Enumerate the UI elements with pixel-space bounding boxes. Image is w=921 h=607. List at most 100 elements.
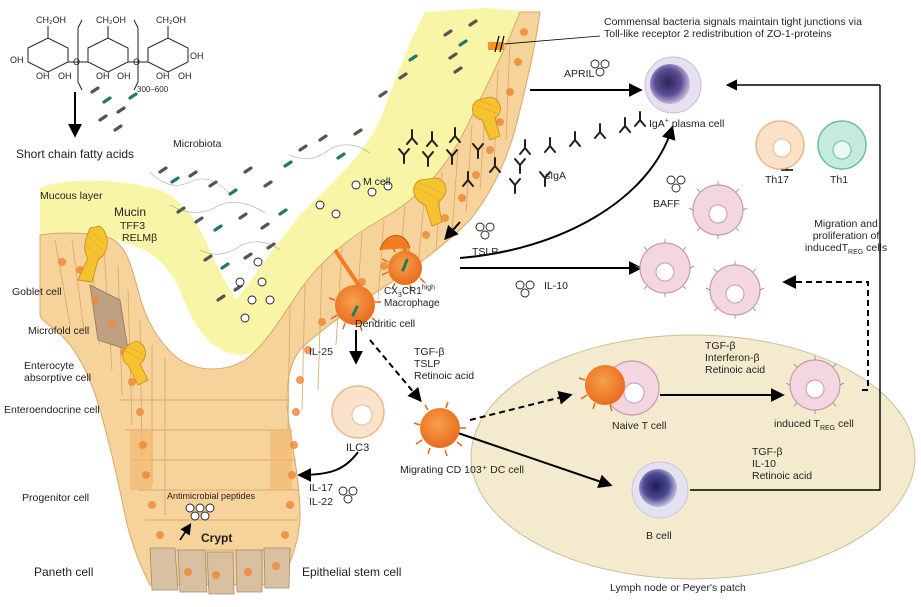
oh-4: OH — [96, 71, 110, 81]
oh-2: OH — [36, 71, 50, 81]
signal-molecules — [185, 59, 686, 521]
arrow-crypt — [179, 523, 192, 541]
label-m-cell: M cell — [363, 176, 391, 188]
b-cell — [631, 461, 689, 519]
label-tff3: TFF3 — [120, 220, 146, 232]
oh-7: OH — [178, 71, 192, 81]
arrow-tslp — [444, 221, 461, 241]
th1-cell — [817, 120, 867, 170]
label-baff: BAFF — [653, 198, 680, 210]
label-mucin: Mucin — [114, 205, 147, 219]
label-induced-prefix: induced T — [774, 418, 820, 430]
migrating-dc-cell — [413, 401, 466, 457]
label-antimicrobial-peptides: Antimicrobial peptides — [167, 491, 256, 501]
label-microbiota: Microbiota — [173, 138, 222, 150]
label-epithelial-stem-cell: Epithelial stem cell — [302, 565, 402, 579]
label-induced-suffix: cell — [835, 418, 854, 430]
label-commensal: Commensal bacteria signals maintain tigh… — [604, 16, 914, 40]
m-cell-orange — [379, 235, 411, 251]
label-siga: sIgA — [545, 170, 567, 182]
label-il25: IL-25 — [309, 346, 333, 358]
o-link-1: O — [73, 57, 81, 67]
siga-antibodies — [398, 111, 646, 194]
macrophage-cell — [381, 245, 426, 292]
label-tslp-top: TSLP — [472, 246, 499, 258]
oh-5: OH — [117, 71, 131, 81]
label-crypt: Crypt — [201, 531, 233, 545]
label-naive-t-cell: Naive T cell — [612, 420, 667, 432]
label-microfold-cell: Microfold cell — [28, 325, 90, 337]
label-commensal-line1: Commensal bacteria signals maintain tigh… — [604, 16, 862, 28]
tight-junction — [488, 35, 601, 53]
label-cx3-sup: high — [421, 284, 436, 292]
label-lymph-node: Lymph node or Peyer's patch — [610, 582, 746, 594]
label-migration-sub: REG — [848, 249, 864, 257]
iga-plasma-cell — [644, 56, 702, 114]
glucose-chain — [27, 19, 189, 91]
label-enterocyte-line2: absorptive cell — [24, 372, 92, 384]
th17-cell — [755, 120, 805, 170]
label-bcell-signals: TGF-β IL-10 Retinoic acid — [752, 446, 842, 482]
label-treg-signals: TGF-β Interferon-β Retinoic acid — [705, 340, 795, 376]
label-bcell-signal-2: IL-10 — [752, 458, 776, 470]
label-bcell-signal-1: TGF-β — [752, 446, 783, 458]
label-migration-suffix: cells — [863, 242, 888, 254]
dc-with-naive-t — [578, 365, 625, 412]
label-dc-signal-3: Retinoic acid — [414, 370, 475, 382]
label-progenitor-cell: Progenitor cell — [22, 492, 90, 504]
label-ilc3: ILC3 — [346, 442, 370, 454]
dendritic-cell — [328, 248, 381, 332]
label-enterocyte: Enterocyte absorptive cell — [24, 360, 114, 384]
label-migration-prefix: inducedT — [804, 242, 849, 254]
label-short-chain-fatty-acids: Short chain fatty acids — [16, 147, 135, 161]
arrow-treg-migrate — [782, 275, 869, 391]
label-relmb: RELMβ — [122, 232, 158, 244]
label-april: APRIL — [564, 68, 595, 80]
label-th17: Th17 — [765, 174, 789, 186]
label-cx3-sub: 3 — [397, 292, 402, 299]
label-treg-signal-2: Interferon-β — [705, 352, 760, 364]
o-link-2: O — [133, 57, 141, 67]
microbiota — [90, 19, 478, 302]
label-mucous-layer: Mucous layer — [40, 190, 103, 202]
label-il10-mid: IL-10 — [544, 280, 568, 292]
label-iga-prefix: IgA — [649, 118, 665, 130]
label-il22: IL-22 — [309, 496, 333, 508]
label-migration-line2: proliferation of — [812, 230, 880, 242]
oh-8: OH — [190, 51, 204, 61]
ch2oh-3: CH₂OH — [156, 15, 186, 25]
label-enterocyte-line1: Enterocyte — [24, 360, 75, 372]
label-iga-suffix: plasma cell — [668, 118, 725, 130]
arrow-baff — [459, 125, 676, 259]
label-migration: Migration and proliferation of inducedTR… — [786, 218, 906, 257]
arrow-dc-naive — [469, 390, 573, 421]
label-th1: Th1 — [830, 174, 849, 186]
arrow-dc-b — [454, 431, 613, 488]
arrow-dc-migrate — [369, 339, 422, 403]
label-iga-sup: + — [664, 117, 669, 125]
label-dc-signal-1: TGF-β — [414, 346, 445, 358]
oh-3: OH — [58, 71, 72, 81]
label-cx3-prefix: CX — [384, 286, 398, 297]
label-dc-signals: TGF-β TSLP Retinoic acid — [414, 346, 494, 382]
repeat-range: 300–600 — [137, 85, 169, 94]
label-migrating-dc: Migrating CD 103⁺ DC cell — [400, 464, 525, 476]
label-paneth-cell: Paneth cell — [34, 565, 94, 579]
cell-nuclei — [58, 28, 528, 579]
mucous-layer — [40, 8, 530, 355]
label-migration-line1: Migration and — [814, 218, 878, 230]
label-commensal-line2: Toll-like receptor 2 redistribution of Z… — [604, 28, 832, 40]
lymph-node-region — [470, 334, 916, 580]
ch2oh-2: CH₂OH — [96, 15, 126, 25]
label-dc-signal-2: TSLP — [414, 358, 441, 370]
oh-1: OH — [10, 55, 24, 65]
label-dendritic-cell: Dendritic cell — [355, 318, 416, 330]
label-cx3-mid: CR1 — [401, 286, 422, 297]
label-migration-line3: inducedTREG cells — [786, 242, 906, 257]
arrow-th-feedback — [690, 85, 881, 491]
label-treg-signal-1: TGF-β — [705, 340, 736, 352]
label-induced-sub: REG — [819, 425, 836, 433]
label-b-cell: B cell — [646, 530, 672, 542]
